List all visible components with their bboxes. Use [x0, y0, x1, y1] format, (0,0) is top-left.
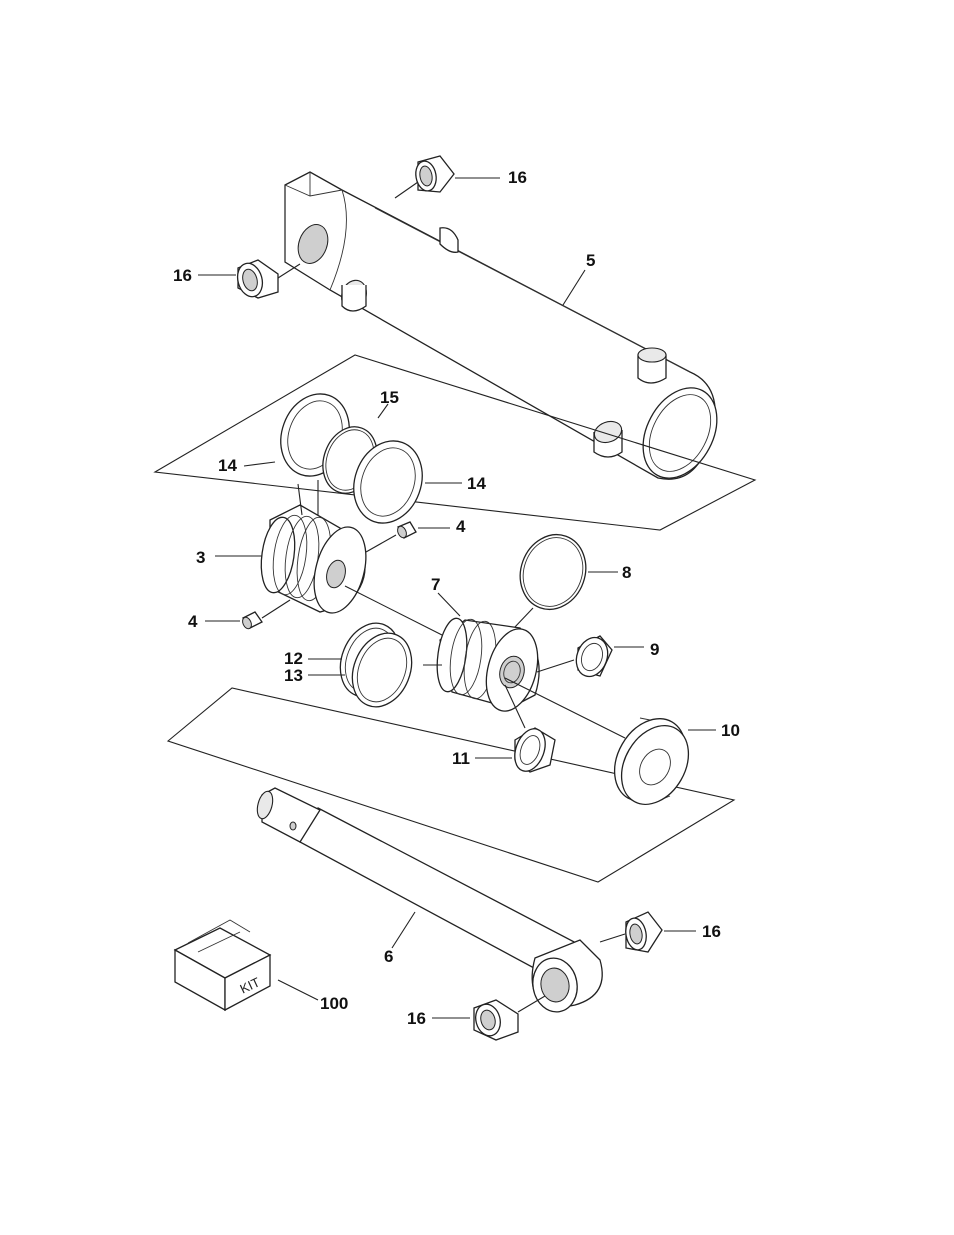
seal-12-13: [330, 614, 422, 715]
callout-16-rod-bottom: 16: [407, 1009, 426, 1028]
callout-14-left: 14: [218, 456, 237, 475]
wear-ring-11: [509, 725, 555, 776]
wiper-seal-9: [571, 633, 613, 681]
lock-nut-10: [600, 706, 702, 816]
set-screw-4-right: [396, 522, 416, 539]
bushing-16-top: [414, 156, 454, 193]
callout-9: 9: [650, 640, 659, 659]
callout-4-right: 4: [456, 517, 466, 536]
seal-kit-box-100: KIT: [175, 920, 270, 1010]
callout-15: 15: [380, 388, 399, 407]
set-screw-4-left: [241, 612, 262, 630]
callout-100: 100: [320, 994, 348, 1013]
callout-6: 6: [384, 947, 393, 966]
callout-13: 13: [284, 666, 303, 685]
callout-7: 7: [431, 575, 440, 594]
cylinder-head-7: [433, 616, 546, 716]
o-ring-8: [510, 525, 596, 618]
callout-14-right: 14: [467, 474, 486, 493]
callout-3: 3: [196, 548, 205, 567]
callout-5: 5: [586, 251, 595, 270]
callout-11: 11: [452, 749, 470, 768]
piston-3: [257, 505, 375, 619]
piston-rod-6: [255, 788, 603, 1015]
bushing-16-rod-right: [623, 912, 662, 952]
callout-4-left: 4: [188, 612, 198, 631]
callout-10: 10: [721, 721, 740, 740]
bushing-16-left: [234, 260, 278, 300]
callout-16-left: 16: [173, 266, 192, 285]
bushing-16-rod-bottom: [472, 1000, 518, 1040]
callout-8: 8: [622, 563, 631, 582]
callout-16-top: 16: [508, 168, 527, 187]
callout-16-rod-right: 16: [702, 922, 721, 941]
